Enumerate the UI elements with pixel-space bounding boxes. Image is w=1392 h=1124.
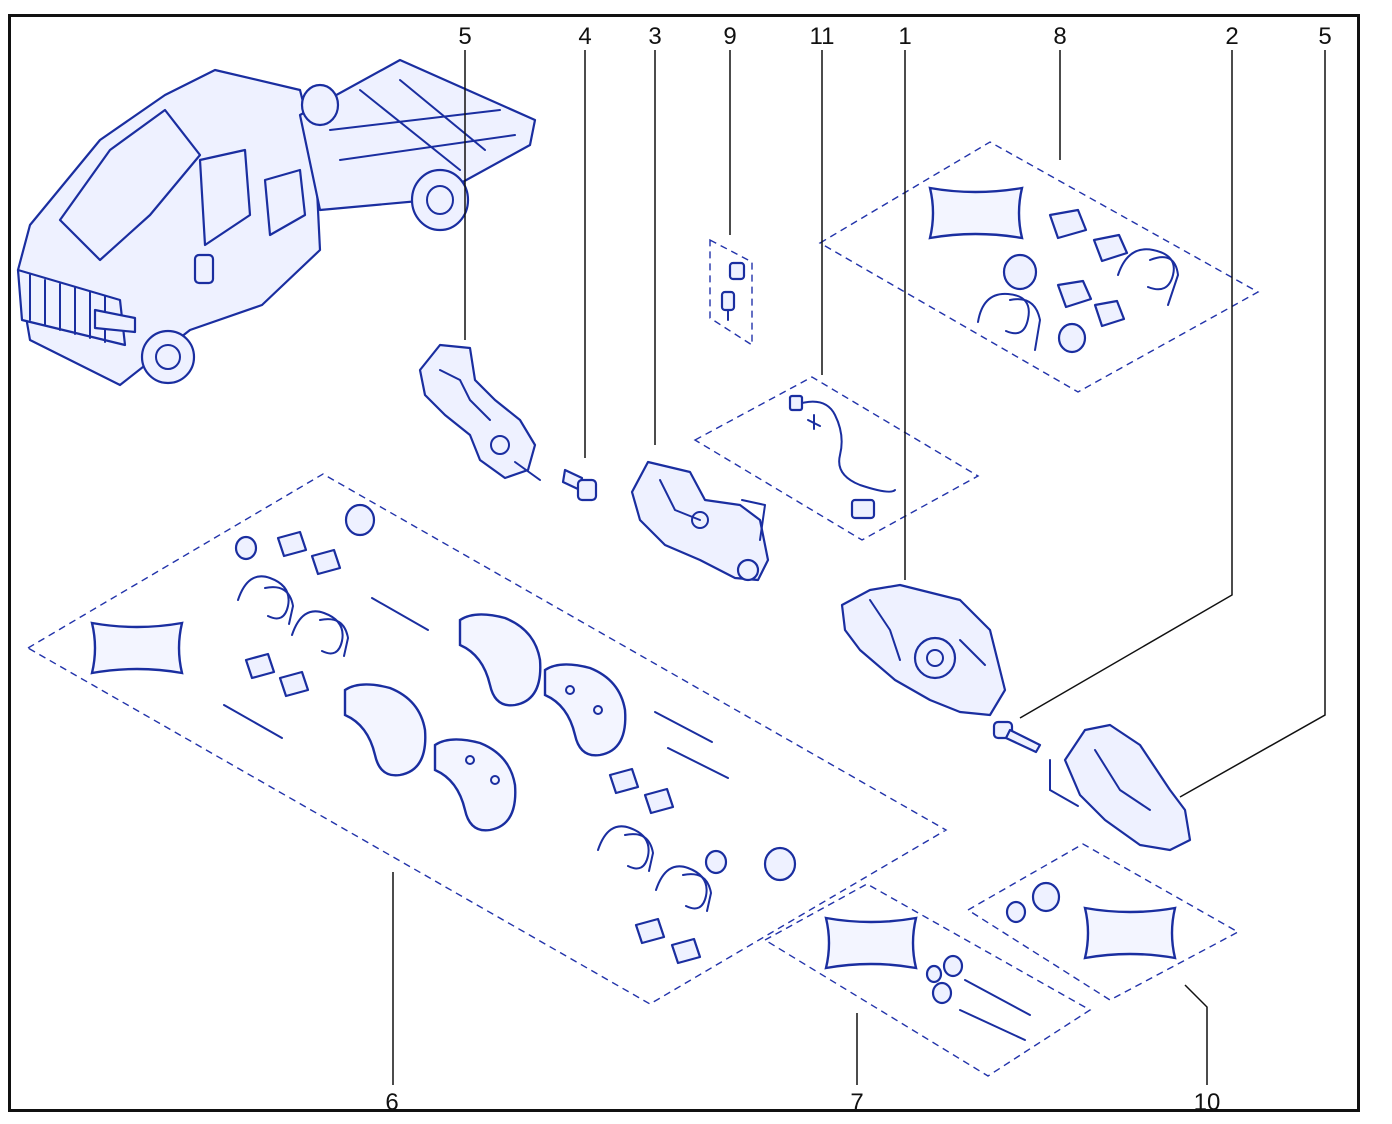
leader-lines [392,50,1326,1085]
kit-8-contents [928,186,1179,354]
callout-7: 7 [850,1089,863,1116]
callout-11: 11 [810,23,835,50]
guide-bolt-2 [992,720,1042,754]
wear-sensor-cable-11 [788,394,896,520]
callout-10: 10 [1194,1089,1221,1116]
van-chassis-cab-illustration [16,58,537,387]
brake-caliper-1 [840,583,1007,717]
bleed-screw-kit-9 [720,261,746,321]
kit-outline-8 [818,141,1260,393]
callout-5-lower: 5 [1318,23,1331,50]
diagram-frame [8,14,1360,1112]
callout-4: 4 [578,23,591,50]
callout-2: 2 [1225,23,1238,50]
caliper-carrier-5-upper [418,343,541,481]
caliper-carrier-5-lower [1049,723,1192,852]
kit-outline-7 [763,883,1092,1077]
kit-outline-9 [709,238,753,347]
callout-8: 8 [1053,23,1066,50]
kit-outline-10 [966,843,1240,1001]
kit-outline-6 [26,473,948,1005]
kit-7-contents [824,916,1031,1041]
carrier-bolt-4 [561,468,598,502]
kit-outline-11 [693,376,980,541]
callout-3: 3 [648,23,661,50]
callout-5-upper: 5 [458,23,471,50]
brake-caliper-3 [630,460,770,582]
callout-6: 6 [385,1089,398,1116]
callout-9: 9 [723,23,736,50]
kit-6-contents [90,503,797,965]
callout-labels: 5 4 3 9 11 1 8 2 5 6 7 10 [385,23,1331,1116]
kit-10-contents [1005,881,1177,960]
callout-1: 1 [898,23,911,50]
